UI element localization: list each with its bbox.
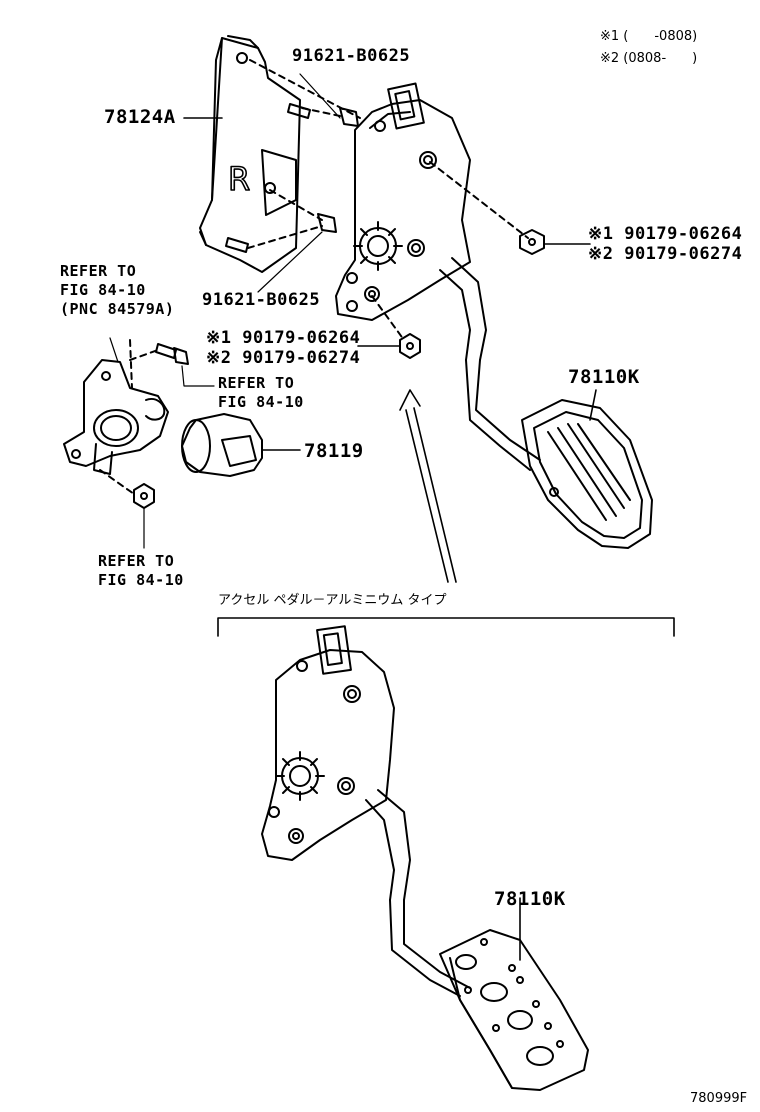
part-label-pedal-lower: 78110K <box>494 888 566 910</box>
bracket-bolts-drawing <box>225 59 361 293</box>
part-label-nut-mid-2: ※2 90179-06274 <box>206 348 361 368</box>
part-label-nut-right-1: ※1 90179-06264 <box>588 224 743 244</box>
svg-text:R: R <box>228 160 250 198</box>
part-label-pedal-upper: 78110K <box>568 366 640 388</box>
lower-pedal-drawing <box>261 625 589 1091</box>
figure-code: 780999F <box>690 1091 748 1106</box>
upper-pedal-drawing <box>335 82 653 549</box>
bracket-78124a-drawing: R <box>199 35 301 273</box>
variant-group-bracket <box>217 617 675 637</box>
variant-label: アクセル ペダル－アルミニウム タイプ <box>218 593 447 608</box>
nuts-drawing <box>133 229 591 509</box>
part-label-stopper: 78119 <box>304 440 364 462</box>
variant-arrow <box>399 389 457 583</box>
stopper-78119-drawing <box>181 413 301 477</box>
part-label-bracket: 78124A <box>104 106 176 128</box>
part-label-bolt-bottom: 91621-B0625 <box>202 290 321 310</box>
part-label-bolt-top: 91621-B0625 <box>292 46 411 66</box>
part-label-nut-right-2: ※2 90179-06274 <box>588 244 743 264</box>
legend-note-2: ※2 (0808- ) <box>600 51 698 66</box>
legend-note-1: ※1 ( -0808) <box>600 29 698 44</box>
leader-lines <box>183 117 597 961</box>
refer-note-bolt: REFER TO FIG 84-10 <box>218 374 304 411</box>
refer-note-left: REFER TO FIG 84-10 (PNC 84579A) <box>60 262 175 318</box>
part-label-nut-mid-1: ※1 90179-06264 <box>206 328 361 348</box>
stopper-bracket-drawing <box>63 337 215 549</box>
refer-note-nut: REFER TO FIG 84-10 <box>98 552 184 589</box>
